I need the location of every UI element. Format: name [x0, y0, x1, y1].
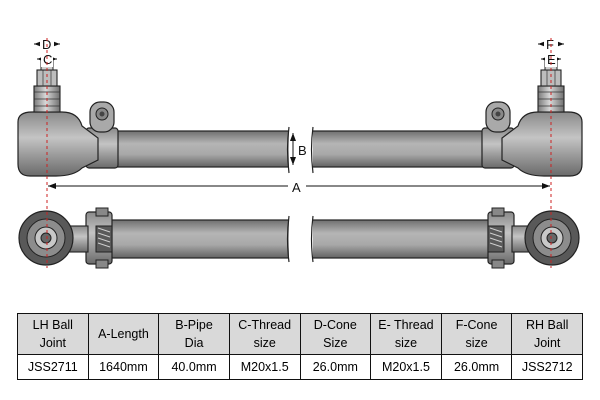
centerlines: [46, 38, 552, 268]
col-a-length: A-Length: [87, 313, 160, 355]
rh-clamp-top: [487, 207, 515, 269]
lh-ball-joint-side: [17, 57, 99, 177]
rh-ball-joint-top: [511, 210, 580, 266]
cell-c-thread-size: M20x1.5: [228, 354, 301, 380]
dimension-b-label: B: [298, 143, 307, 158]
cell-e-thread-size: M20x1.5: [370, 354, 442, 380]
dimension-b: B: [290, 133, 307, 165]
cell-b-pipe-dia: 40.0mm: [158, 354, 230, 380]
side-view: B A D C F E: [17, 36, 583, 195]
rh-ball-joint-side: [501, 57, 583, 177]
dimension-a-label: A: [292, 180, 301, 195]
cell-d-cone-size: 26.0mm: [299, 354, 372, 380]
tie-rod-diagram: B A D C F E: [17, 36, 583, 269]
lh-clamp-top: [85, 207, 113, 269]
dimension-e-label: E: [547, 52, 556, 67]
dimension-a: A: [48, 178, 550, 195]
table-row: JSS2711 1640mm 40.0mm M20x1.5 26.0mm M20…: [17, 354, 583, 380]
pipe-top-break: [289, 214, 313, 264]
cell-f-cone-size: 26.0mm: [440, 354, 513, 380]
dimension-f-label: F: [546, 37, 554, 52]
cell-a-length: 1640mm: [87, 354, 160, 380]
top-view: [18, 207, 580, 269]
dimension-c-label: C: [43, 52, 52, 67]
cell-rh-ball-joint: JSS2712: [511, 354, 583, 380]
lh-ball-joint-top: [18, 210, 89, 266]
cell-lh-ball-joint: JSS2711: [17, 354, 89, 380]
